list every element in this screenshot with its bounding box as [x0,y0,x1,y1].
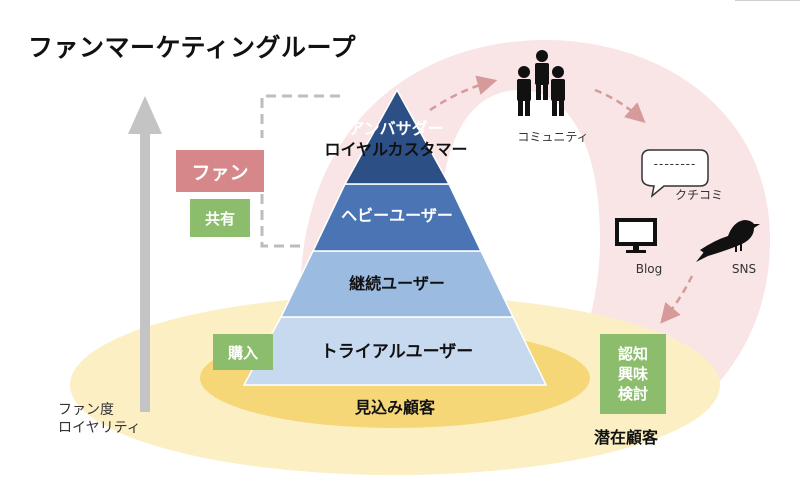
axis-label-line1: ファン度 [58,402,114,418]
prospects-label: 見込み顧客 [354,398,435,417]
top-divider [735,0,800,1]
bird-icon [696,220,760,262]
awareness-line-3: 検討 [617,385,648,404]
tier-label-trial: トライアルユーザー [320,342,474,362]
fan-badge: ファン [176,150,264,192]
speech-bubble-icon [641,149,709,198]
awareness-line-1: 認知 [617,344,648,363]
pyramid-tier-ambassador [343,88,451,185]
blog-label: Blog [635,262,663,276]
tier-label-continuing: 継続ユーザー [349,274,445,293]
awareness-line-2: 興味 [617,364,648,383]
axis-arrow-head [128,96,162,134]
sns-label: SNS [731,262,757,276]
awareness-badge: 認知 興味 検討 [600,334,666,414]
tier-label-heavy: ヘビーユーザー [341,206,453,225]
share-badge: 共有 [190,199,250,237]
axis-arrow-shaft [140,132,150,412]
community-label: コミュニティ [517,130,589,144]
page-title: ファンマーケティングループ [28,33,357,62]
loop-arrow-to-word-of-mouth [594,88,646,124]
axis-label: ファン度 ロイヤリティ [58,402,141,437]
tier-label-ambassador-line1: アンバサダー [348,119,444,138]
community-people-icon [517,50,565,116]
word-of-mouth-label: クチコミ [674,188,723,202]
monitor-icon [615,218,657,253]
tier-label-ambassador: アンバサダー ロイヤルカスタマー [316,119,476,161]
fan-bracket [260,94,340,248]
axis-label-line2: ロイヤリティ [58,419,141,436]
speech-bubble-text: -------- [653,157,697,171]
tier-label-ambassador-line2: ロイヤルカスタマー [324,139,468,159]
latent-customers-label: 潜在顧客 [594,428,659,447]
loop-arrow-to-awareness [660,275,694,324]
purchase-badge: 購入 [213,334,273,370]
loop-arrow-to-community [429,75,498,112]
